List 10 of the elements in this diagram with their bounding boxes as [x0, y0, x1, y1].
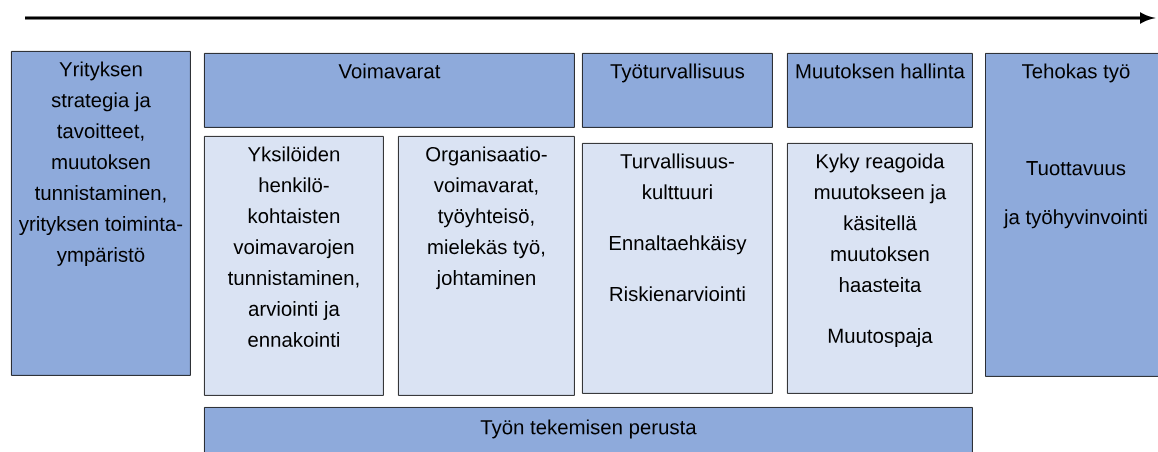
- heading-box: Voimavarat: [204, 53, 575, 128]
- content-box: Organisaatio- voimavarat, työyhteisö, mielekäs työ, johtaminen: [398, 136, 575, 396]
- heading-box: Yrityksen strategia ja tavoitteet, muutoksen tunnistaminen, yrityksen toiminta- ympäristö: [11, 51, 191, 376]
- heading-box: Tehokas työ Tuottavuus ja työhyvinvointi: [985, 53, 1158, 377]
- heading-box: Muutoksen hallinta: [787, 53, 973, 128]
- heading-box: Työturvallisuus: [582, 53, 773, 128]
- heading-box: Työn tekemisen perusta: [204, 407, 973, 452]
- content-box: Yksilöiden henkilö- kohtaisten voimavarojen tunnistaminen, arviointi ja ennakointi: [204, 136, 384, 396]
- content-box: Kyky reagoida muutokseen ja käsitellä muutoksen haasteita Muutospaja: [787, 143, 973, 394]
- content-box: Turvallisuus- kulttuuri Ennaltaehkäisy Riskienarviointi: [582, 143, 773, 394]
